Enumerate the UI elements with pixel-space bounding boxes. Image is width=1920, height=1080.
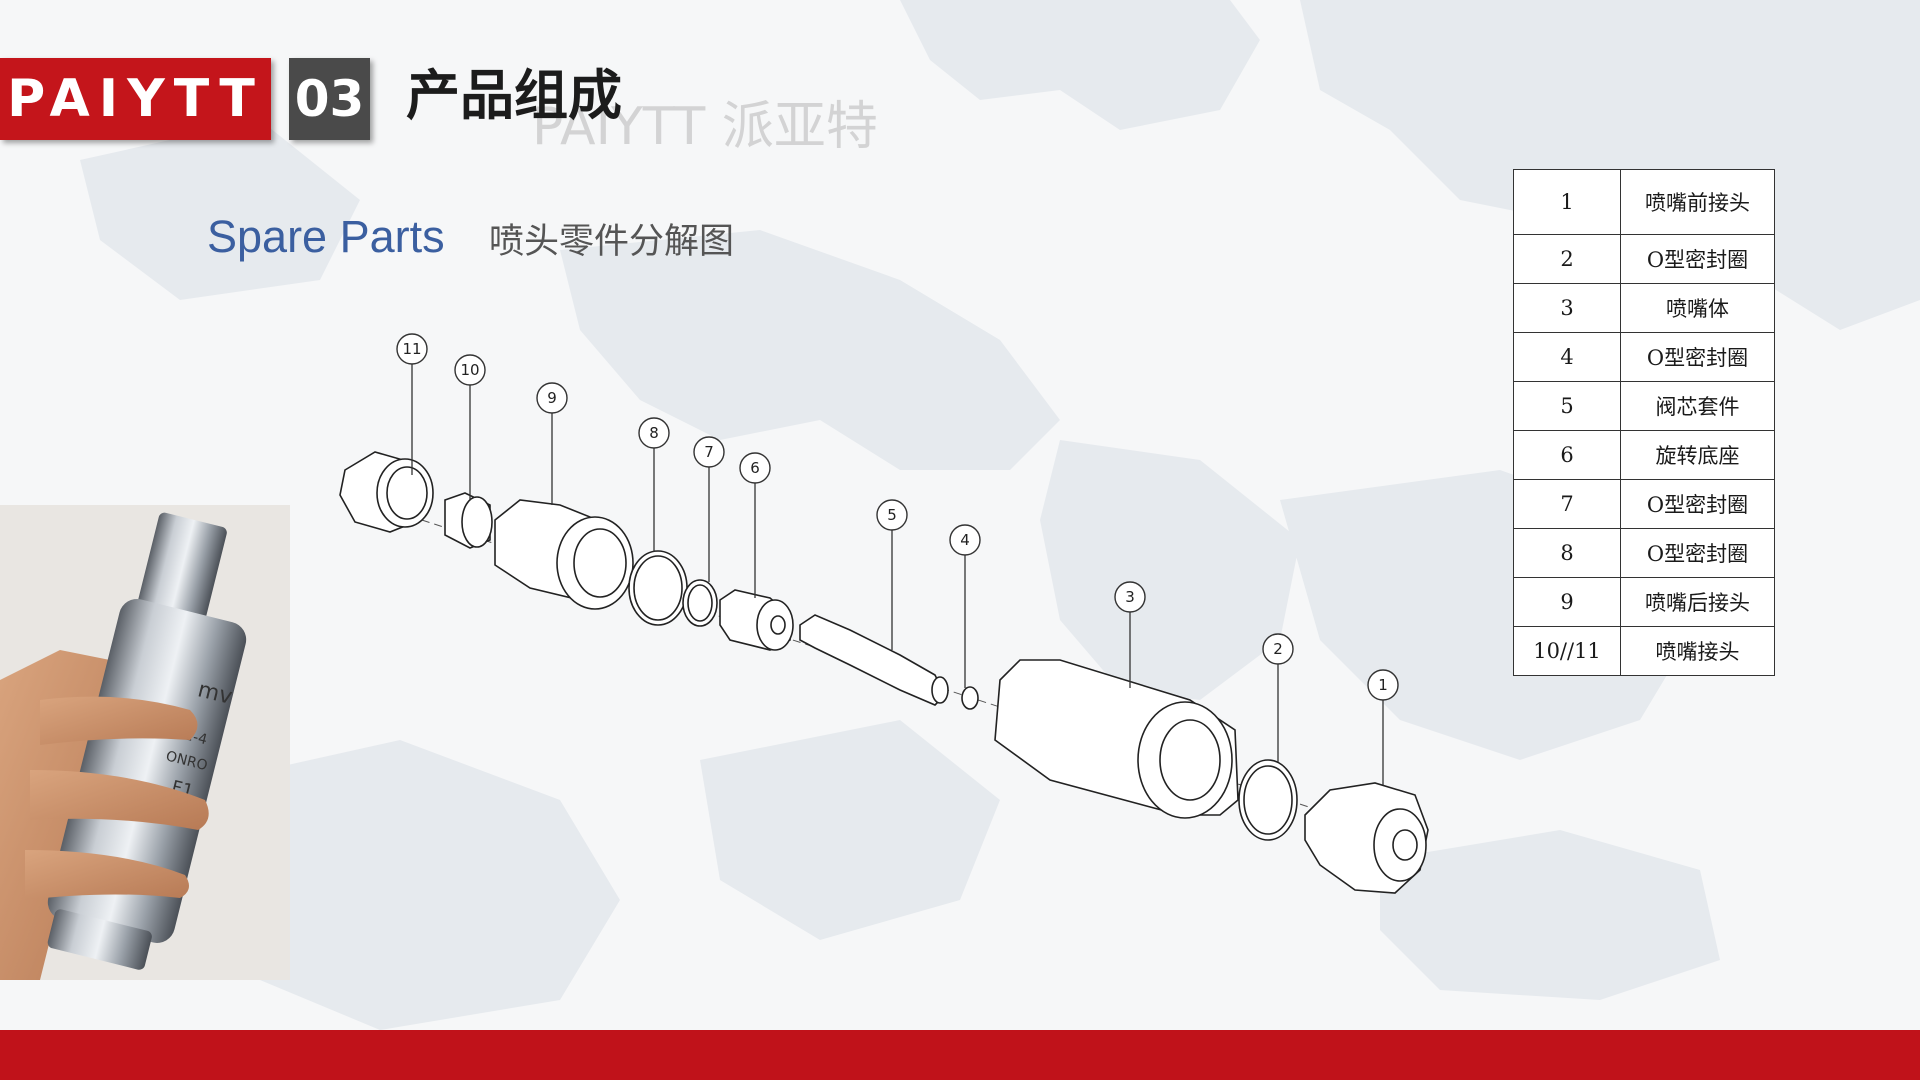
part-number: 4 [1513, 332, 1621, 382]
svg-text:1: 1 [1378, 676, 1388, 694]
part-6-rotary-base [719, 589, 794, 651]
part-4-o-ring [961, 686, 979, 710]
part-name: 旋转底座 [1620, 430, 1775, 480]
subtitle-english: Spare Parts [207, 211, 445, 262]
svg-text:6: 6 [750, 459, 760, 477]
part-name: O型密封圈 [1620, 479, 1775, 529]
part-name: 喷嘴体 [1620, 283, 1775, 333]
callout-2: 2 [1262, 633, 1294, 762]
part-3-nozzle-body [994, 659, 1239, 819]
exploded-parts-diagram: 11 10 9 8 7 6 5 4 3 2 1 [339, 333, 1429, 894]
part-1-front-connector [1304, 782, 1429, 894]
svg-text:10: 10 [460, 361, 479, 379]
svg-text:2: 2 [1273, 640, 1283, 658]
part-number: 6 [1513, 430, 1621, 480]
finger [40, 696, 198, 745]
callout-7: 7 [693, 436, 725, 582]
callout-11: 11 [396, 333, 428, 475]
finger [30, 770, 209, 830]
watermark-text: PAIYTT 派亚特 [532, 97, 878, 157]
finger [25, 850, 189, 900]
svg-text:8: 8 [649, 424, 659, 442]
part-name: 阀芯套件 [1620, 381, 1775, 431]
part-name: O型密封圈 [1620, 528, 1775, 578]
callout-1: 1 [1367, 669, 1399, 785]
part-name: 喷嘴前接头 [1620, 169, 1775, 235]
svg-text:9: 9 [547, 389, 557, 407]
brand-logo: PAIYTT [0, 58, 271, 140]
part-number: 8 [1513, 528, 1621, 578]
part-number: 9 [1513, 577, 1621, 627]
part-number: 10//11 [1513, 626, 1621, 676]
part-number: 7 [1513, 479, 1621, 529]
footer-bar [0, 1030, 1920, 1080]
part-name: O型密封圈 [1620, 332, 1775, 382]
part-name: 喷嘴接头 [1620, 626, 1775, 676]
part-name: 喷嘴后接头 [1620, 577, 1775, 627]
part-number: 5 [1513, 381, 1621, 431]
part-9-rear-connector [494, 499, 634, 610]
svg-text:3: 3 [1125, 588, 1135, 606]
part-10-sleeve [444, 492, 493, 549]
part-number: 3 [1513, 283, 1621, 333]
part-5-valve-core-kit [799, 614, 949, 706]
subtitle-chinese: 喷头零件分解图 [489, 222, 735, 262]
product-photo: mv 001-4 ONRO F1 [0, 505, 290, 980]
callout-8: 8 [638, 417, 670, 552]
page-title: 产品组成 [406, 64, 622, 127]
callout-10: 10 [454, 354, 486, 500]
callout-9: 9 [536, 382, 568, 505]
svg-text:4: 4 [960, 531, 970, 549]
svg-text:11: 11 [402, 340, 421, 358]
part-number: 2 [1513, 234, 1621, 284]
part-11-nut [339, 451, 434, 533]
section-number: 03 [289, 58, 370, 140]
svg-text:5: 5 [887, 506, 897, 524]
callout-4: 4 [949, 524, 981, 688]
callout-6: 6 [739, 452, 771, 598]
part-number: 1 [1513, 169, 1621, 235]
svg-text:7: 7 [704, 443, 714, 461]
part-name: O型密封圈 [1620, 234, 1775, 284]
callout-3: 3 [1114, 581, 1146, 688]
callout-5: 5 [876, 499, 908, 650]
